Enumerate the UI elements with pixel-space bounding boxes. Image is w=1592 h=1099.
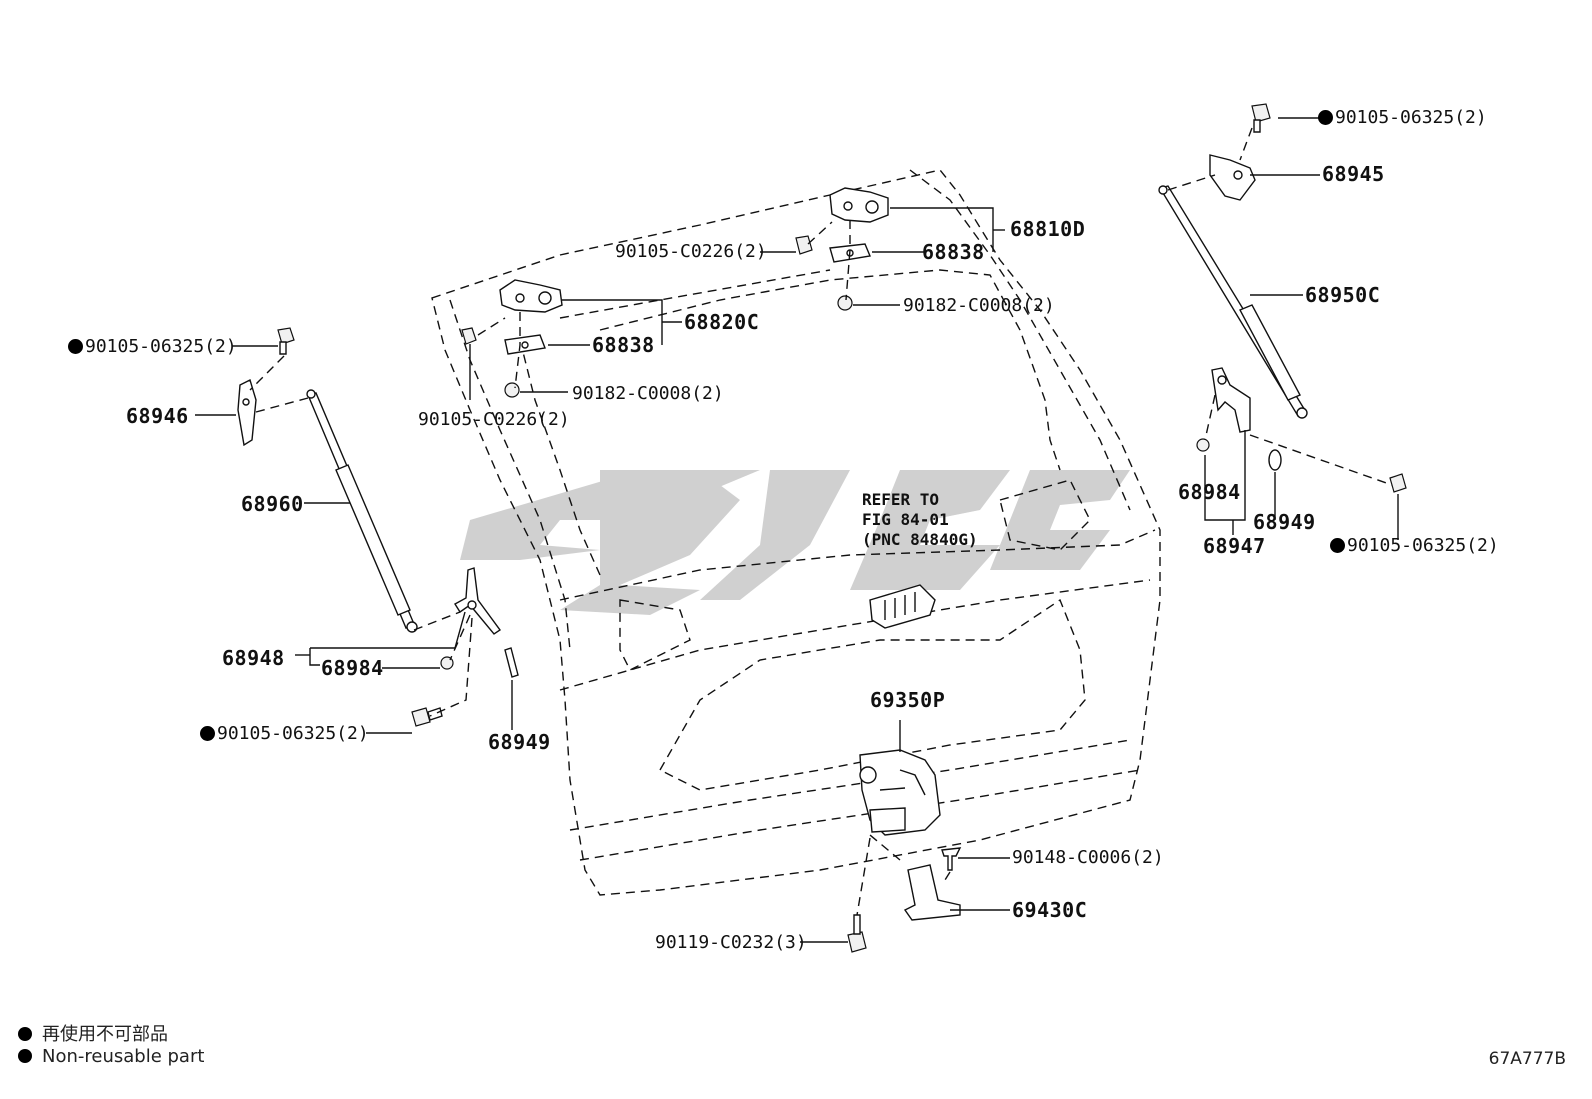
label-68949-left: 68949	[488, 730, 551, 754]
hinge-68810D	[795, 187, 889, 311]
label-90105-C0226-left: 90105-C0226(2)	[418, 409, 570, 430]
non-reusable-dot	[200, 726, 215, 741]
legend-english: Non-reusable part	[18, 1046, 204, 1067]
assembly-paths	[249, 127, 1393, 916]
gas-strut-right	[1158, 185, 1308, 419]
legend-dot	[18, 1049, 32, 1063]
label-68810D: 68810D	[1010, 217, 1086, 241]
label-69350P: 69350P	[870, 688, 946, 712]
label-90105-C0226-top: 90105-C0226(2)	[615, 241, 767, 262]
striker-69430C	[903, 864, 961, 921]
lock-assembly	[859, 749, 941, 836]
legend-chinese: 再使用不可部品	[18, 1020, 168, 1046]
label-68838-left: 68838	[592, 333, 655, 357]
bolt-90119	[847, 914, 867, 953]
bracket-68945	[1209, 154, 1256, 201]
label-90105-06325-left: 90105-06325(2)	[200, 724, 369, 744]
bracket-68948	[454, 567, 501, 635]
tailgate-outline	[431, 169, 1161, 896]
label-68838-right: 68838	[922, 240, 985, 264]
label-68820C: 68820C	[684, 310, 760, 334]
bolt-topright	[1251, 103, 1271, 133]
legend-dot	[18, 1027, 32, 1041]
label-68950C: 68950C	[1305, 283, 1381, 307]
nut-68984-right	[1196, 438, 1210, 452]
label-90182-C0008-left: 90182-C0008(2)	[572, 383, 724, 404]
label-68960: 68960	[241, 492, 304, 516]
bolt-left	[411, 707, 443, 727]
bracket-68946	[237, 379, 257, 447]
label-68948: 68948	[222, 646, 285, 670]
figure-code: 67A777B	[1488, 1049, 1566, 1069]
label-90105-06325-topleft: 90105-06325(2)	[68, 337, 237, 357]
label-90182-C0008-top: 90182-C0008(2)	[903, 295, 1055, 316]
refer-line-2: FIG 84-01	[862, 510, 949, 529]
bracket-68947	[1211, 367, 1251, 433]
gas-strut-left	[306, 389, 418, 633]
label-68949-right: 68949	[1253, 510, 1316, 534]
bolt-right	[1389, 473, 1407, 493]
non-reusable-dot	[1330, 538, 1345, 553]
hinge-68820C	[461, 279, 563, 398]
label-69430C: 69430C	[1012, 898, 1088, 922]
watermark-logo	[460, 470, 1130, 615]
refer-line-3: (PNC 84840G)	[862, 530, 978, 549]
label-68947: 68947	[1203, 534, 1266, 558]
label-68984-left: 68984	[321, 656, 384, 680]
bolt-topleft	[277, 327, 295, 355]
non-reusable-dot	[68, 339, 83, 354]
refer-line-1: REFER TO	[862, 490, 940, 509]
label-68984-right: 68984	[1178, 480, 1241, 504]
label-90105-06325-topright: 90105-06325(2)	[1318, 108, 1487, 128]
label-90148-C0006: 90148-C0006(2)	[1012, 847, 1164, 868]
cushion-68949-left	[504, 647, 519, 678]
cushion-68949-right	[1268, 449, 1282, 471]
non-reusable-dot	[1318, 110, 1333, 125]
label-68945: 68945	[1322, 162, 1385, 186]
screw-90148	[941, 847, 962, 871]
label-90119-C0232: 90119-C0232(3)	[655, 932, 807, 953]
label-68946: 68946	[126, 404, 189, 428]
tailgate-switch	[869, 584, 936, 629]
label-90105-06325-right: 90105-06325(2)	[1330, 536, 1499, 556]
